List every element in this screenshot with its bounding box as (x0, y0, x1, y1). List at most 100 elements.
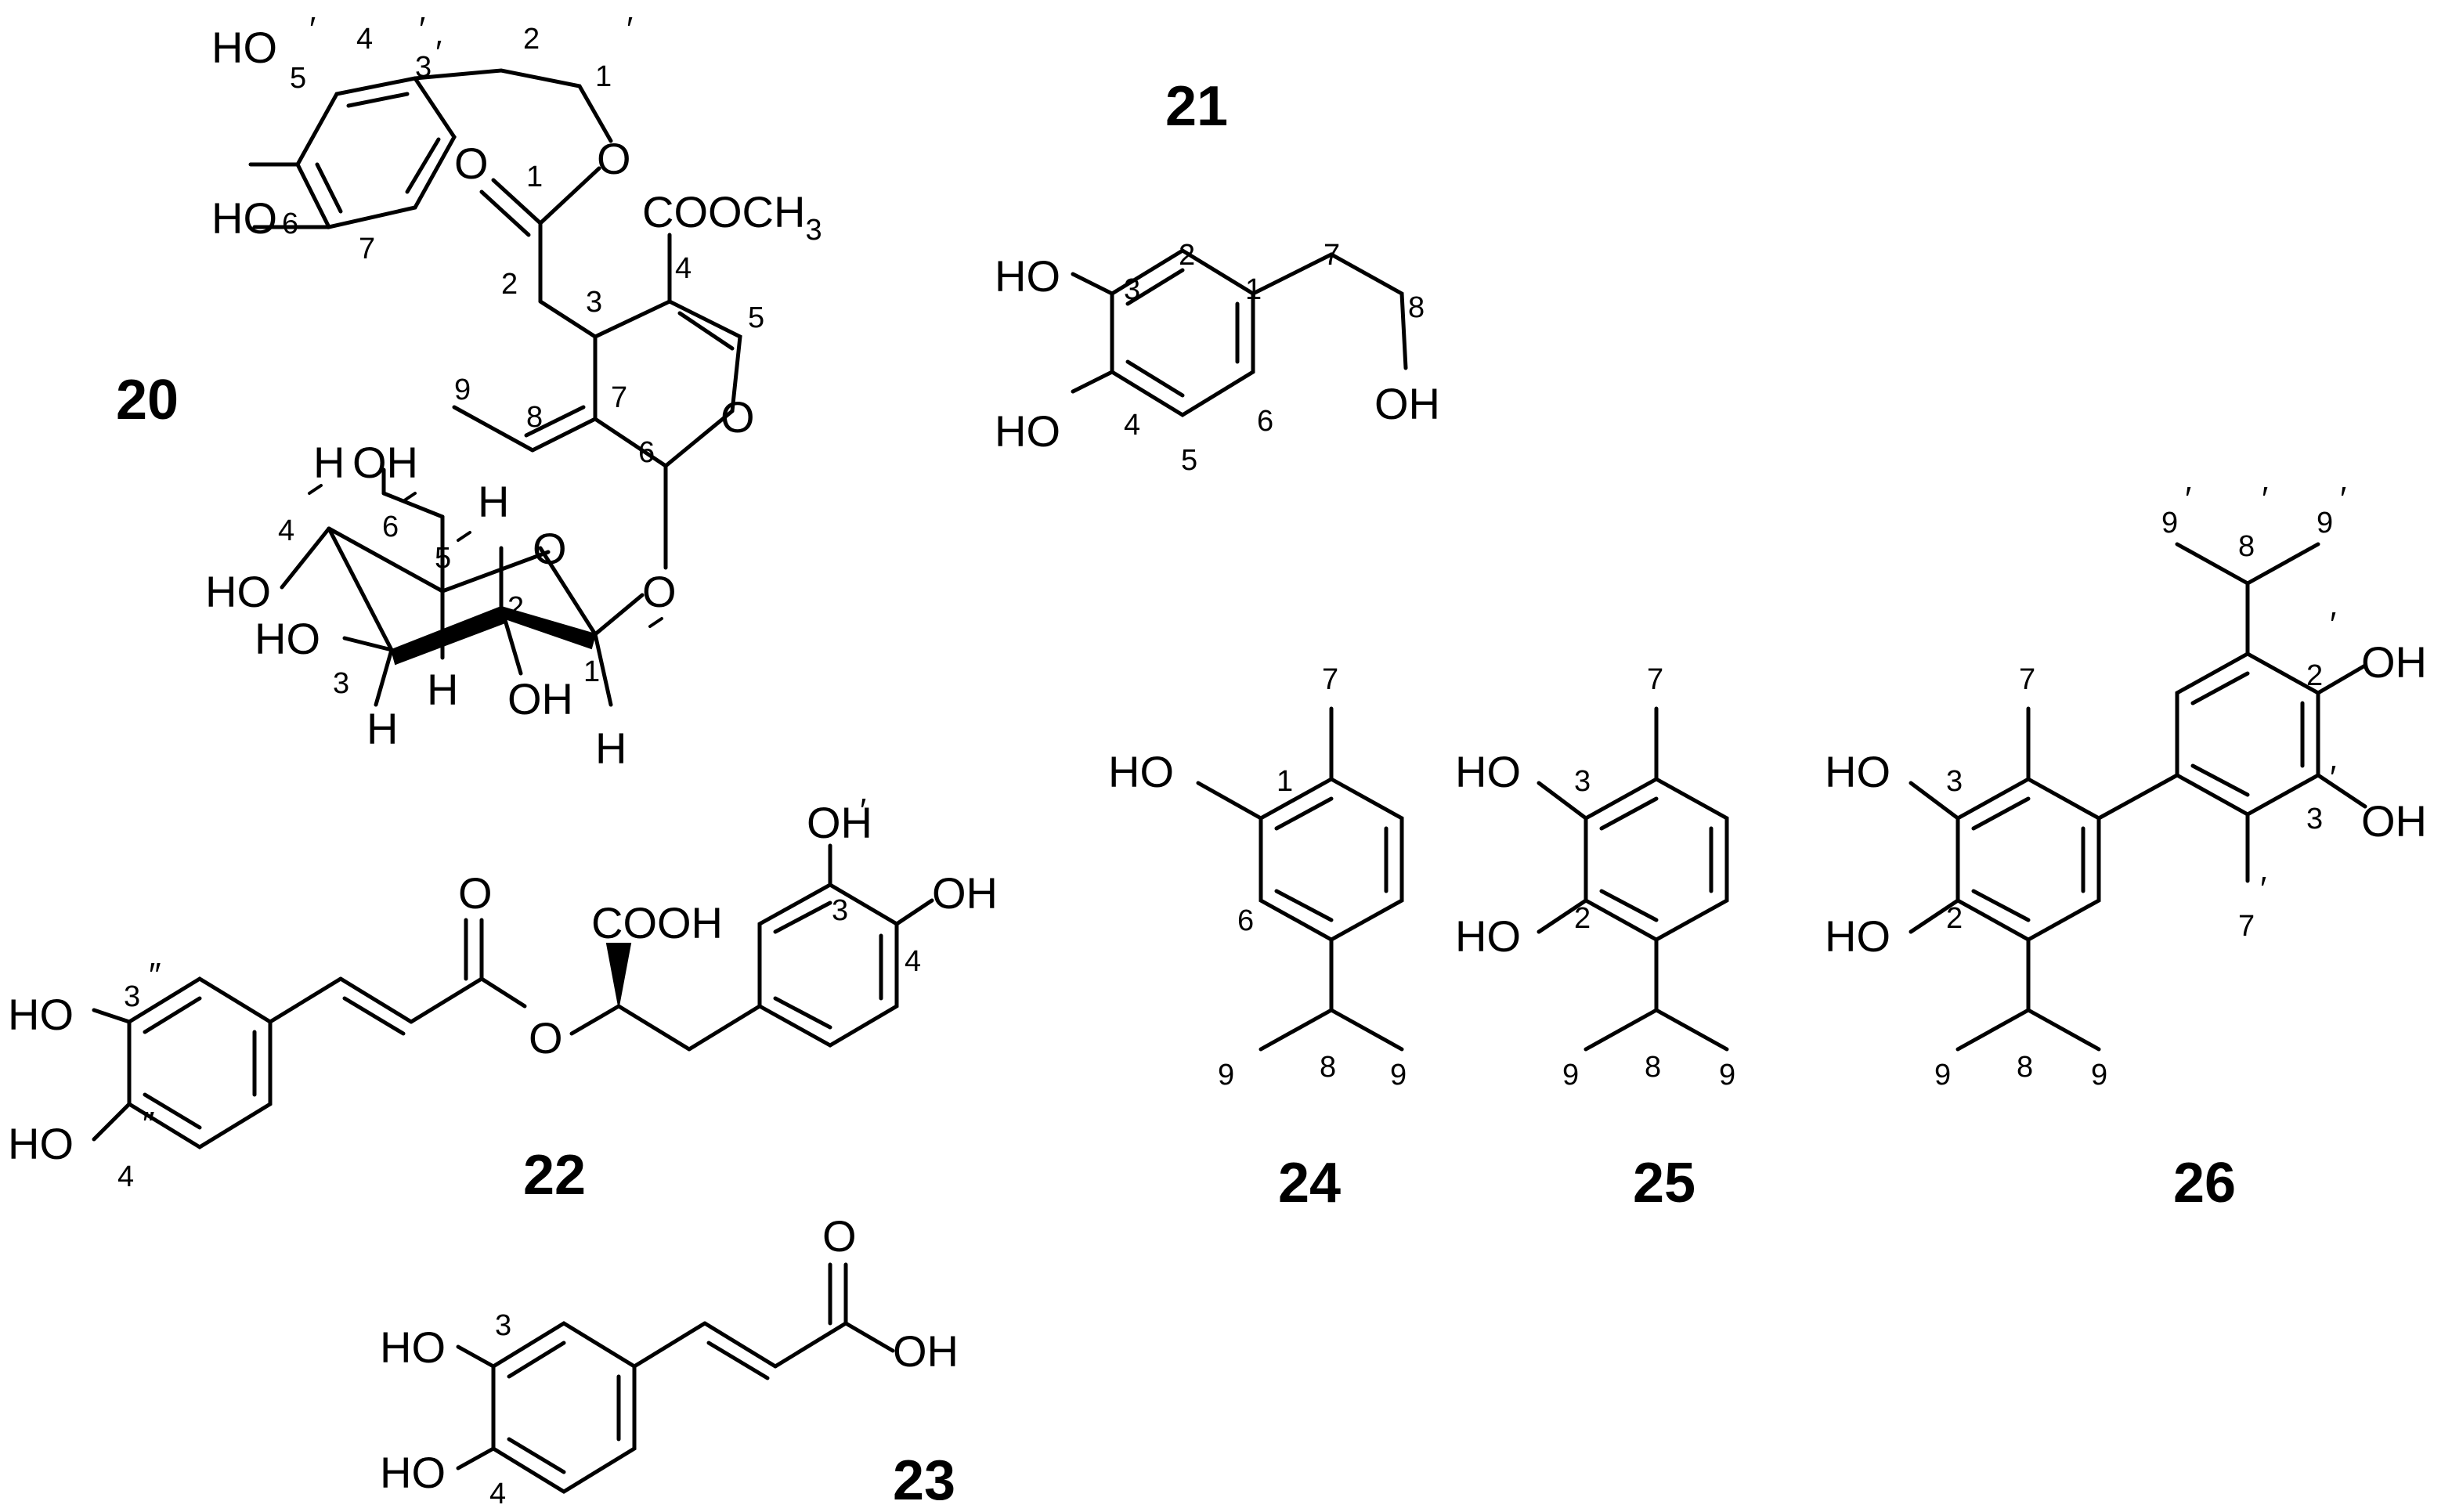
c20-glc-num-6: 6 (382, 511, 399, 543)
c24-num-1: 1 (1277, 765, 1293, 798)
c20-prime-5: ′ (309, 10, 316, 49)
compound-24: 7 HO 1 6 9 8 9 24 (1108, 663, 1407, 1214)
compound-20-label: 20 (116, 369, 179, 431)
c24-num-6: 6 (1237, 904, 1254, 937)
compound-20-catechol-ring (248, 68, 613, 229)
c25-num-8: 8 (1645, 1051, 1661, 1084)
c20-coomethyl: COOCH3 (642, 187, 822, 247)
c21-num-6: 6 (1257, 405, 1273, 438)
c26-num-2: 2 (1946, 902, 1963, 935)
c22-ho-4: HO (8, 1119, 74, 1168)
c26-num-9b: 9 (2091, 1059, 2107, 1092)
c26-num-9pa: 9 (2161, 507, 2178, 539)
compound-25-label: 25 (1633, 1152, 1695, 1214)
c22-ester-o: O (529, 1013, 563, 1063)
c25-num-7: 7 (1647, 663, 1663, 696)
compound-22: HO HO 3 ″ 4 ″ O O COOH OH ′ 3 OH 4 22 (8, 792, 998, 1207)
c22-num-4: 4 (117, 1160, 134, 1193)
c26-num-8: 8 (2017, 1051, 2033, 1084)
c20-prime-3: ′ (435, 34, 442, 72)
c26-prime-8: ′ (2262, 480, 2268, 518)
c20-ester-o: O (597, 134, 631, 183)
c25-num-2: 2 (1574, 902, 1591, 935)
c20-glc-h-4: H (313, 438, 345, 487)
c20-glc-h-1: H (595, 724, 627, 773)
c25-ho-3: HO (1455, 747, 1521, 796)
c21-num-5: 5 (1181, 444, 1197, 477)
c20-num-4: 4 (675, 252, 692, 285)
c21-num-1: 1 (1245, 273, 1262, 306)
c20-glc-num-1: 1 (583, 655, 600, 688)
c21-num-8: 8 (1408, 291, 1425, 324)
c20-glc-h-5: H (478, 477, 509, 526)
c21-ho-4: HO (995, 406, 1060, 456)
c23-ho-3: HO (380, 1323, 446, 1372)
c20-num-9: 9 (454, 373, 471, 406)
c21-num-4: 4 (1124, 409, 1140, 442)
c20-num-1p: 1 (595, 60, 612, 93)
c20-glc-num-5: 5 (435, 542, 451, 575)
c26-num-8p: 8 (2238, 530, 2255, 563)
c20-ho-5: HO (211, 23, 277, 72)
c22-num-4p: 4 (905, 945, 921, 978)
c24-num-9a: 9 (1218, 1059, 1234, 1092)
c25-num-3: 3 (1574, 765, 1591, 798)
compound-26: 7 HO 3 HO 2 9 8 9 9 ′ 8 ′ 9 ′ OH 2 ′ OH … (1825, 480, 2427, 1214)
c20-glc-oh-6: OH (352, 438, 418, 487)
c26-ho-3: HO (1825, 747, 1890, 796)
c20-num-5: 5 (748, 301, 764, 334)
c20-glc-oh-2: OH (507, 674, 573, 724)
c26-prime-7: ′ (2260, 870, 2266, 908)
c22-num-3: 3 (124, 980, 140, 1013)
compound-23-label: 23 (893, 1449, 955, 1512)
c20-num-4p: 4 (356, 23, 373, 56)
c26-num-9pb: 9 (2317, 507, 2333, 539)
c22-dprime-4: ″ (143, 1105, 155, 1143)
c23-ho-4: HO (380, 1448, 446, 1497)
c20-glc-num-3: 3 (333, 667, 349, 700)
compound-23: HO HO 3 4 O OH 23 (380, 1211, 959, 1512)
compound-24-label: 24 (1278, 1152, 1341, 1214)
c20-prime-1: ′ (627, 10, 633, 49)
c25-num-9b: 9 (1719, 1059, 1735, 1092)
c22-dprime-3: ″ (149, 956, 161, 994)
c26-prime-9b: ′ (2340, 480, 2346, 518)
compound-21-label: 21 (1165, 75, 1228, 138)
c20-num-3: 3 (586, 286, 602, 319)
c26-num-9a: 9 (1934, 1059, 1951, 1092)
c24-num-9b: 9 (1390, 1059, 1407, 1092)
c23-carbonyl-o: O (822, 1211, 857, 1261)
c20-num-1: 1 (526, 161, 543, 193)
c20-num-2: 2 (501, 268, 518, 301)
c22-prime-oh: ′ (860, 792, 866, 830)
c26-num-7p: 7 (2238, 910, 2255, 943)
c22-oh-4: OH (932, 868, 998, 918)
compound-20-glucose (280, 467, 663, 707)
c24-ho-1: HO (1108, 747, 1174, 796)
c25-ho-2: HO (1455, 911, 1521, 961)
c22-ho-3: HO (8, 990, 74, 1039)
c20-glc-h-2: H (427, 665, 458, 714)
c26-oh-3p: OH (2361, 796, 2427, 846)
compound-20: HO HO 5 ′ 4 ′ 3 ′ 6 7 2 1 ′ O O 1 2 3 4 … (116, 10, 822, 773)
c20-num-7: 7 (611, 381, 627, 414)
c25-num-9a: 9 (1562, 1059, 1579, 1092)
c20-num-6p: 6 (282, 207, 298, 240)
c26-num-2p: 2 (2306, 659, 2323, 692)
c22-oh-3: OH (807, 798, 872, 847)
c26-prime-2: ′ (2330, 605, 2336, 644)
c26-num-3: 3 (1946, 765, 1963, 798)
c22-cooh: COOH (591, 898, 723, 947)
c26-num-3p: 3 (2306, 803, 2323, 835)
c20-num-3p: 3 (415, 51, 432, 84)
c26-ho-2: HO (1825, 911, 1890, 961)
c20-glc-h-3: H (367, 704, 398, 753)
c21-oh-8: OH (1374, 379, 1440, 428)
c24-num-7: 7 (1322, 663, 1338, 696)
c20-num-6: 6 (638, 436, 655, 469)
c22-num-3p: 3 (832, 894, 848, 927)
c26-prime-9a: ′ (2185, 480, 2191, 518)
compound-21: HO HO OH 3 2 1 7 8 4 5 6 21 (995, 75, 1440, 477)
c20-num-5p: 5 (290, 62, 306, 95)
